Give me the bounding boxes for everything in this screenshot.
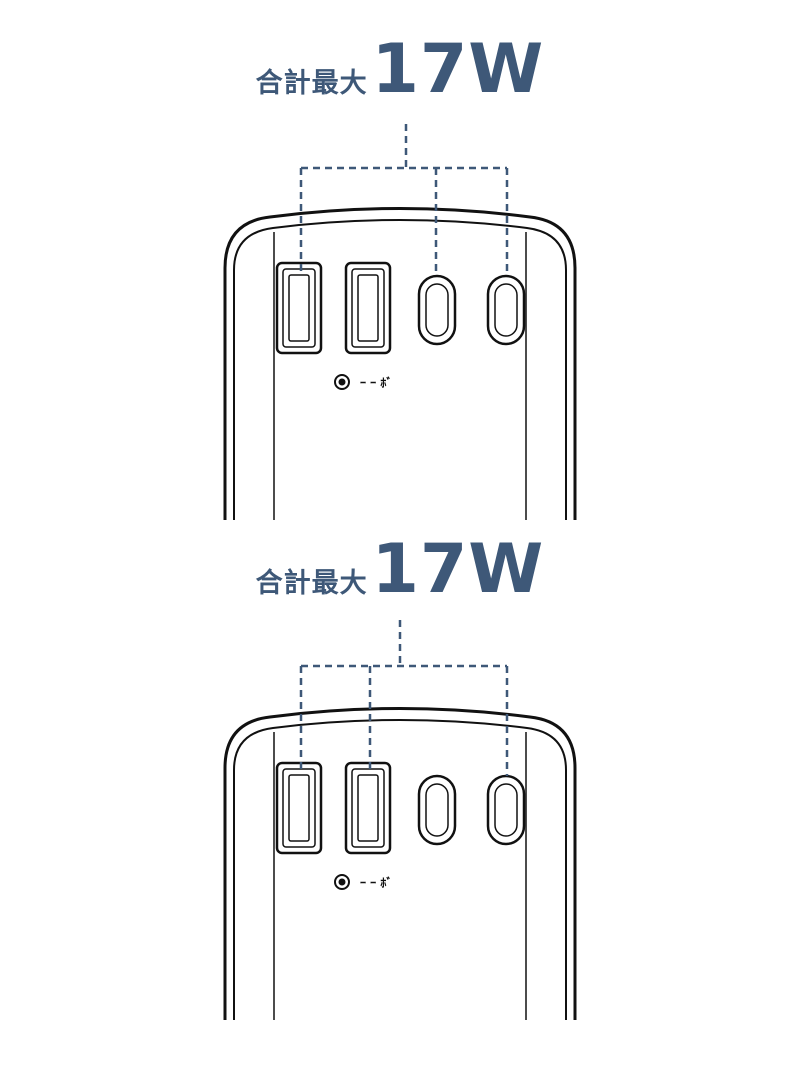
charger-outline: ｰ ｰ ﾎﾞ xyxy=(223,124,577,520)
usb-a-port-1 xyxy=(275,261,323,355)
diagram-panel-bottom: 合計最大17W ｰ ｰ ﾎﾞ xyxy=(0,500,800,1020)
usb-c-port-2 xyxy=(486,774,526,846)
usb-c-port-1 xyxy=(417,774,457,846)
charger-outline: ｰ ｰ ﾎﾞ xyxy=(223,620,577,1020)
diagram-panel-top: 合計最大17W xyxy=(0,0,800,520)
bracket-selected-ports xyxy=(299,620,509,776)
usb-c-port-2 xyxy=(486,274,526,346)
usb-c-port-1 xyxy=(417,274,457,346)
mode-button-label: ｰ ｰ ﾎﾞ xyxy=(360,875,392,890)
usb-a-port-2 xyxy=(344,761,392,855)
wattage-value: 17W xyxy=(371,30,545,109)
bracket-all-ports xyxy=(299,124,509,276)
mode-button xyxy=(334,374,350,390)
mode-button-label: ｰ ｰ ﾎﾞ xyxy=(360,375,392,390)
wattage-heading: 合計最大17W xyxy=(0,530,800,609)
wattage-value: 17W xyxy=(371,530,545,609)
wattage-heading: 合計最大17W xyxy=(0,30,800,109)
wattage-label: 合計最大 xyxy=(255,568,368,599)
wattage-label: 合計最大 xyxy=(255,68,368,99)
charger-body xyxy=(223,207,577,520)
charger-body xyxy=(223,707,577,1020)
usb-a-port-1 xyxy=(275,761,323,855)
mode-button xyxy=(334,874,350,890)
usb-a-port-2 xyxy=(344,261,392,355)
